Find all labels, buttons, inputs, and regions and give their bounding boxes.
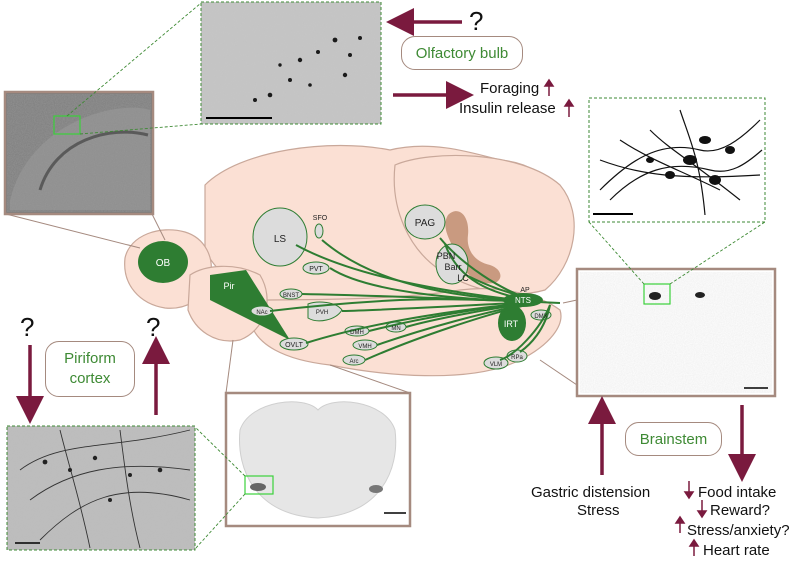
- micrograph-piriform-zoom: [6, 425, 196, 551]
- label-rpa: RPa: [511, 355, 523, 361]
- brainstem-label: Brainstem: [625, 422, 722, 456]
- connector-ob: [66, 2, 202, 135]
- label-irt: IRT: [504, 319, 519, 329]
- label-arc: Arc: [350, 359, 359, 365]
- region-ovlt-shape: [279, 337, 309, 351]
- connector-piriform: [194, 426, 246, 550]
- brown-connectors: [5, 213, 578, 394]
- micrograph-coronal: [224, 391, 412, 528]
- label-vlm: VLM: [490, 362, 502, 368]
- micrograph-ob-overview: [3, 90, 155, 216]
- label-pvt: PVT: [309, 266, 323, 273]
- label-vmh: VMH: [358, 344, 371, 350]
- small-effect-arrows: [543, 78, 708, 556]
- region-pvt-shape: [302, 261, 330, 275]
- label-nts: NTS: [515, 296, 531, 305]
- region-irt-shape: [498, 305, 526, 341]
- projection-lines: [269, 237, 561, 361]
- label-dmh: DMH: [350, 330, 364, 336]
- brainstem-effect-stress: Stress/anxiety?: [687, 522, 790, 539]
- connector-brainstem: [588, 221, 766, 285]
- region-sfo-shape: [314, 223, 324, 239]
- brainstem-effect-reward: Reward?: [710, 502, 771, 519]
- label-barr: Barr: [444, 262, 461, 272]
- ventricle-shape: [445, 211, 501, 284]
- label-mn: MN: [391, 326, 400, 332]
- brainstem-effect-heart: Heart rate: [703, 542, 770, 559]
- label-lc: LC: [457, 273, 469, 283]
- brainstem-effect-food: Food intake: [698, 484, 777, 501]
- olfactory-bulb-label: Olfactory bulb: [401, 36, 523, 70]
- label-sfo: SFO: [313, 215, 328, 222]
- label-pir: Pir: [224, 281, 235, 291]
- piriform-question-left: ?: [20, 312, 35, 342]
- label-ap: AP: [520, 287, 530, 294]
- brainstem-input-gastric: Gastric distension: [531, 484, 651, 501]
- region-labels: OB Pir LS SFO PVT BNST NAc PVH OVLT DMH …: [156, 215, 548, 368]
- label-pag: PAG: [415, 218, 436, 229]
- piriform-cortex-label: Piriform cortex: [45, 341, 135, 397]
- label-pvh: PVH: [316, 310, 328, 316]
- region-ls-shape: [252, 207, 308, 267]
- brainstem-input-stress: Stress: [577, 502, 620, 519]
- label-dmx: DMX: [534, 314, 547, 320]
- arrows: [16, 8, 756, 482]
- region-ob-shape: [138, 241, 188, 283]
- region-pag-shape: [404, 204, 446, 240]
- label-ovlt: OVLT: [285, 342, 303, 349]
- label-ob: OB: [156, 258, 171, 269]
- olfactory-effect-foraging: Foraging: [480, 80, 540, 97]
- micrograph-brainstem-overview: [575, 267, 777, 398]
- micrograph-ob-zoom: [200, 1, 382, 125]
- region-pir-shape: [210, 270, 290, 340]
- label-ls: LS: [274, 234, 287, 245]
- brain-illustration: [124, 144, 575, 377]
- label-pbn: PBN: [437, 251, 456, 261]
- olfactory-effect-insulin: Insulin release: [459, 100, 556, 117]
- piriform-question-right: ?: [146, 312, 161, 342]
- micrograph-brainstem-zoom: [588, 97, 766, 223]
- label-nac: NAc: [256, 310, 267, 316]
- olfactory-question: ?: [469, 6, 484, 36]
- label-bnst: BNST: [283, 293, 299, 299]
